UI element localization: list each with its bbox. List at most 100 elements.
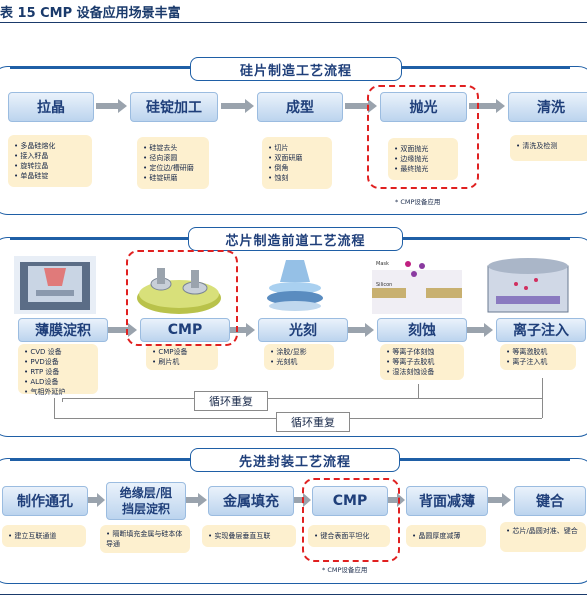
list-item: 键合表面平坦化 — [314, 531, 386, 541]
list-item: PVD设备 — [24, 357, 94, 367]
packaging-panel-title: 先进封装工艺流程 — [190, 448, 400, 472]
list-item: 气相外延炉 — [24, 387, 94, 397]
arrow-icon — [108, 323, 137, 337]
chip-cmp-highlight — [126, 250, 238, 346]
wafer-note-polish: 双面抛光 边缘抛光 最终抛光 — [388, 138, 458, 180]
arrow-icon — [88, 493, 105, 507]
list-item: 晶圆厚度减薄 — [412, 531, 482, 541]
chip-step-implant: 离子注入 — [496, 318, 586, 342]
arrow-icon — [345, 99, 377, 113]
wafer-step-ingot: 硅锭加工 — [130, 92, 218, 122]
loop-label-2: 循环重复 — [276, 412, 350, 432]
list-item: 边缘抛光 — [394, 154, 454, 164]
list-item: 单晶硅锭 — [14, 171, 88, 181]
list-item: 实现叠层垂直互联 — [208, 531, 292, 541]
list-item: CVD 设备 — [24, 347, 94, 357]
arrow-icon — [388, 493, 405, 507]
list-item: 等离激胶机 — [506, 347, 572, 357]
packaging-panel — [0, 458, 587, 584]
lithography-icon — [267, 260, 323, 311]
list-item: 双面抛光 — [394, 144, 454, 154]
pkg-cmp-highlight — [302, 478, 400, 562]
loop-line-outer — [62, 398, 542, 399]
list-item: 芯片/晶圆对准、键合 — [506, 526, 582, 536]
list-item: 蚀刻 — [268, 173, 328, 183]
pkg-note-barrier: 隔断填充金属与硅本体导通 — [100, 525, 190, 553]
silicon-label: Silicon — [376, 282, 392, 288]
list-item: 等离子体刻蚀 — [386, 347, 460, 357]
wafer-note-clean: 清洗及检测 — [510, 135, 587, 161]
list-item: 建立互联通道 — [8, 531, 82, 541]
loop-line-left2 — [54, 398, 55, 418]
arrow-icon — [469, 99, 505, 113]
cmp-machine-icon — [137, 268, 221, 314]
pkg-step-fill: 金属填充 — [208, 486, 294, 516]
list-item: 切片 — [268, 143, 328, 153]
pkg-step-bonding: 键合 — [514, 486, 586, 516]
arrow-icon — [96, 99, 127, 113]
arrow-icon — [221, 99, 254, 113]
pkg-step-via: 制作通孔 — [2, 486, 88, 516]
pkg-step-barrier: 绝缘层/阻 挡层淀积 — [106, 482, 186, 520]
wafer-step-clean: 清洗 — [508, 92, 587, 122]
list-item: ALD设备 — [24, 377, 94, 387]
pkg-note-bonding: 芯片/晶圆对准、键合 — [500, 522, 586, 552]
figure-title: 表 15 CMP 设备应用场景丰富 — [0, 6, 181, 21]
chip-step-etch: 刻蚀 — [377, 318, 467, 342]
chip-step-litho: 光刻 — [258, 318, 348, 342]
loop-line-right — [542, 378, 543, 418]
wafer-note-ingot: 硅锭去头 径向滚圆 定位边/槽研磨 硅锭研磨 — [137, 137, 209, 189]
loop-line-etch — [418, 384, 419, 398]
list-item: 多晶硅熔化 — [14, 141, 88, 151]
chip-note-etch: 等离子体刻蚀 等离子去胶机 湿法刻蚀设备 — [380, 344, 464, 380]
list-item: RTP 设备 — [24, 367, 94, 377]
chip-panel-title: 芯片制造前道工艺流程 — [188, 227, 403, 251]
list-item: 清洗及检测 — [516, 141, 587, 151]
arrow-icon — [348, 323, 374, 337]
pkg-step-barrier-line1: 绝缘层/阻 — [119, 486, 173, 500]
list-item: 等离子去胶机 — [386, 357, 460, 367]
pkg-cmp-label: * CMP设备应用 — [322, 566, 368, 574]
pkg-note-fill: 实现叠层垂直互联 — [202, 525, 296, 547]
chip-note-implant: 等离激胶机 离子注入机 — [500, 344, 576, 370]
etching-icon: Mask Silicon — [372, 261, 462, 314]
wafer-note-pull: 多晶硅熔化 接入籽晶 旋转拉晶 单晶硅锭 — [8, 135, 92, 187]
loop-line-left — [62, 398, 63, 402]
wafer-cmp-label: * CMP设备应用 — [395, 198, 441, 206]
bottom-rule — [0, 594, 587, 595]
list-item: 光刻机 — [270, 357, 330, 367]
wafer-note-shape: 切片 双面研磨 倒角 蚀刻 — [262, 137, 332, 189]
list-item: 倒角 — [268, 163, 328, 173]
arrow-icon — [186, 493, 207, 507]
chip-note-cmp: CMP设备 刷片机 — [146, 344, 218, 370]
pkg-step-barrier-line2: 挡层淀积 — [121, 502, 170, 516]
list-item: 隔断填充金属与硅本体导通 — [106, 529, 186, 549]
pkg-note-thinning: 晶圆厚度减薄 — [406, 525, 486, 547]
list-item: 接入籽晶 — [14, 151, 88, 161]
wafer-panel-title: 硅片制造工艺流程 — [190, 57, 402, 81]
wafer-cmp-highlight — [367, 85, 479, 189]
list-item: 离子注入机 — [506, 357, 572, 367]
wafer-step-pull: 拉晶 — [8, 92, 94, 122]
title-rule — [0, 22, 587, 23]
list-item: 径向滚圆 — [143, 153, 205, 163]
arrow-icon — [467, 323, 493, 337]
pkg-note-via: 建立互联通道 — [2, 525, 86, 547]
pkg-step-cmp: CMP — [312, 486, 388, 516]
list-item: 涂胶/显影 — [270, 347, 330, 357]
list-item: CMP设备 — [152, 347, 214, 357]
wafer-step-polish: 抛光 — [380, 92, 467, 122]
list-item: 双面研磨 — [268, 153, 328, 163]
deposition-chamber-icon — [14, 256, 96, 314]
chip-note-litho: 涂胶/显影 光刻机 — [264, 344, 334, 370]
arrow-icon — [230, 323, 255, 337]
list-item: 最终抛光 — [394, 164, 454, 174]
list-item: 旋转拉晶 — [14, 161, 88, 171]
list-item: 湿法刻蚀设备 — [386, 367, 460, 377]
arrow-icon — [488, 493, 511, 507]
chip-step-deposition: 薄膜淀积 — [18, 318, 108, 342]
pkg-step-thinning: 背面减薄 — [406, 486, 488, 516]
wafer-step-shape: 成型 — [257, 92, 343, 122]
list-item: 刷片机 — [152, 357, 214, 367]
loop-label-1: 循环重复 — [194, 391, 268, 411]
